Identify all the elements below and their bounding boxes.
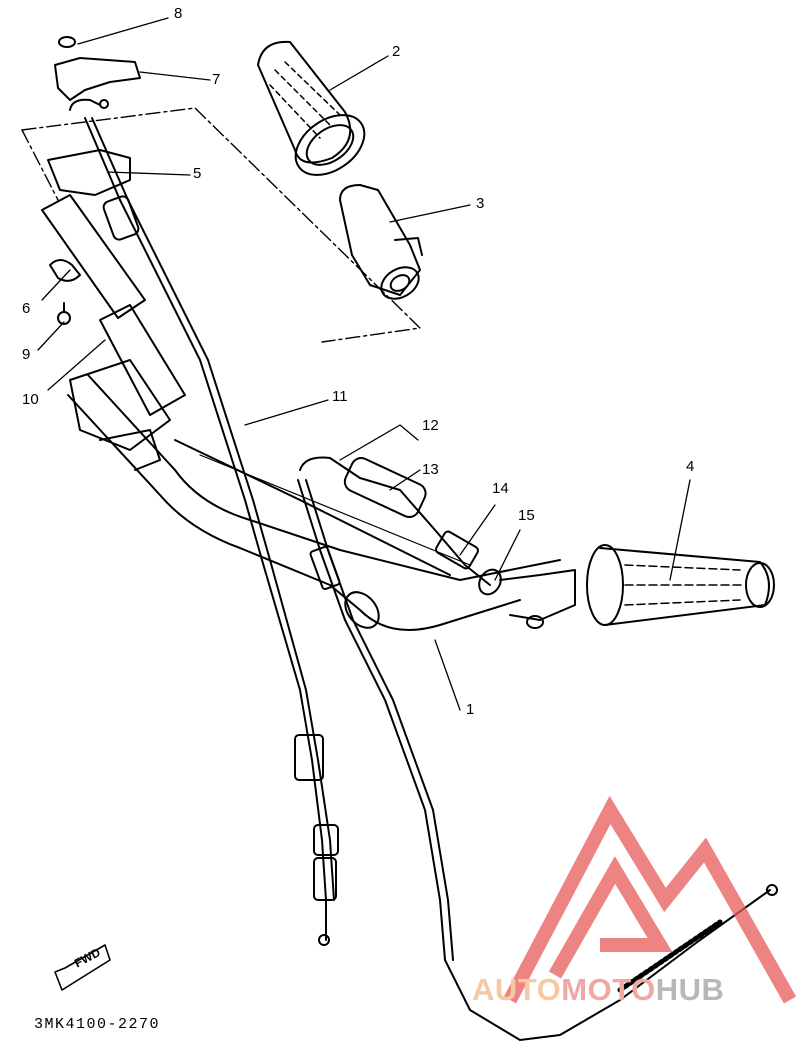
callout-1: 1: [466, 701, 475, 718]
callout-3: 3: [476, 195, 485, 212]
callout-6: 6: [22, 300, 31, 317]
callout-8: 8: [174, 5, 183, 22]
grip-2: [257, 40, 366, 176]
leader-lines: [37, 17, 691, 711]
watermark-hub: HUB: [655, 972, 725, 1007]
watermark-auto: AUTO: [472, 972, 562, 1007]
callout-9: 9: [22, 346, 31, 363]
watermark-moto: MOTO: [561, 972, 656, 1007]
throttle-sleeve-3: [339, 184, 423, 300]
throttle-cable: [84, 117, 339, 946]
callout-15: 15: [518, 507, 535, 524]
callout-13: 13: [422, 461, 439, 478]
part-code: 3MK4100-2270: [34, 1016, 161, 1033]
watermark-text: AUTOMOTOHUB: [472, 972, 724, 1008]
callout-12: 12: [422, 417, 439, 434]
lever-holder-parts: [47, 36, 141, 196]
callout-14: 14: [492, 480, 509, 497]
assembly-outline: [21, 107, 421, 343]
watermark-logo-icon: [503, 795, 797, 1004]
left-lever-assembly: [41, 194, 186, 471]
fwd-arrow-icon: [54, 944, 111, 991]
callout-11: 11: [332, 388, 348, 405]
callout-7: 7: [212, 71, 221, 88]
callout-2: 2: [392, 43, 401, 60]
callout-10: 10: [22, 391, 39, 408]
callout-4: 4: [686, 458, 695, 475]
grip-4: [586, 544, 775, 626]
callout-5: 5: [193, 165, 202, 182]
clutch-cable: [297, 456, 778, 1041]
